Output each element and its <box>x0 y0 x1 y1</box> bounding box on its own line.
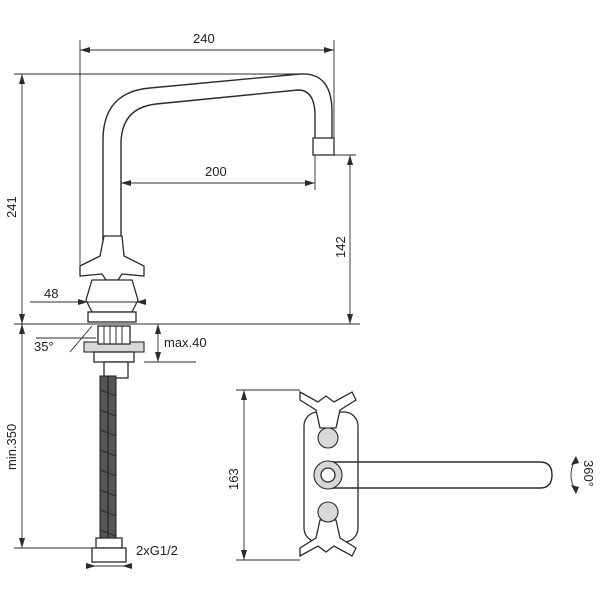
hose-fitting <box>95 537 123 549</box>
dimension-label-200: 200 <box>205 164 227 179</box>
dimension-163: 163 <box>226 389 300 561</box>
dimension-swivel-360: 360° <box>570 456 596 494</box>
dimension-min-350: min.350 <box>4 324 96 549</box>
dimension-241: 241 <box>4 73 300 324</box>
dimension-label-240: 240 <box>193 31 215 46</box>
faucet-top-view <box>299 390 553 558</box>
hose-nut <box>91 547 127 563</box>
mounting-nut <box>93 351 135 363</box>
body-base <box>87 311 137 323</box>
dimension-48: 48 <box>30 286 146 305</box>
dimension-label-241: 241 <box>4 196 19 218</box>
dimension-label-35: 35° <box>34 339 54 354</box>
spout-tube <box>102 73 333 262</box>
top-cross-handle-upper <box>299 390 357 429</box>
dimension-max-40: max.40 <box>144 324 207 363</box>
flexible-hose-left <box>99 375 109 539</box>
dimension-label-connection: 2xG1/2 <box>136 543 178 558</box>
spout-tube-inner <box>120 89 316 262</box>
dimension-label-163: 163 <box>226 468 241 490</box>
cross-handle <box>79 235 145 281</box>
valve-body <box>85 279 139 313</box>
dimension-label-142: 142 <box>333 236 348 258</box>
spout-outlet <box>312 137 335 156</box>
dimension-240: 240 <box>79 31 335 265</box>
dimension-connection: 2xG1/2 <box>86 543 178 569</box>
faucet-side-view <box>79 73 335 563</box>
dimension-label-min-350: min.350 <box>4 424 19 470</box>
mounting-stud <box>97 325 131 345</box>
dimension-label-48: 48 <box>44 286 58 301</box>
dimension-label-max-40: max.40 <box>164 335 207 350</box>
dimension-200: 200 <box>121 155 316 190</box>
dimension-label-360: 360° <box>581 460 596 487</box>
dimension-142: 142 <box>333 154 356 324</box>
top-spout-arm <box>332 461 553 489</box>
dimension-angle-35: 35° <box>34 325 96 354</box>
top-cross-handle-lower <box>299 519 357 558</box>
